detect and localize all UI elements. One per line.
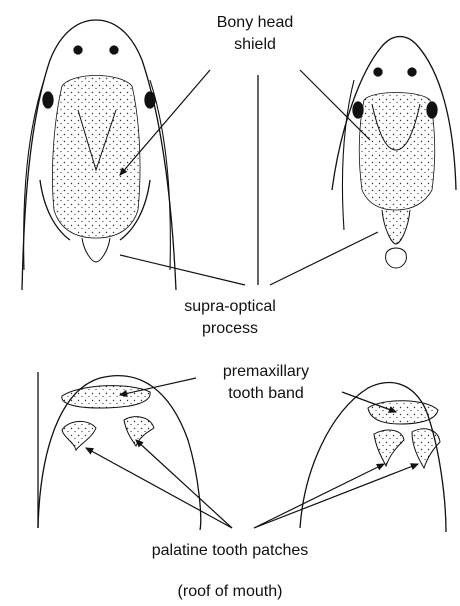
label-roof-of-mouth: (roof of mouth) [150,581,310,603]
leader-palatine-4 [254,464,418,528]
label-premaxillary-tooth-band: premaxillary tooth band [196,361,336,405]
head-dorsal-view-right [332,37,456,269]
leader-palatine-2 [136,440,232,528]
leader-supra-optical-left [120,255,245,285]
roof-of-mouth-left [38,372,201,530]
label-supra-optical-line-1: supra-optical [170,296,290,318]
label-bony-head-shield-line-2: shield [200,34,310,56]
head-dorsal-view-left [22,20,176,290]
label-bony-head-shield: Bony head shield [200,12,310,56]
label-supra-optical-line-2: process [170,318,290,340]
leader-palatine-1 [86,448,232,528]
label-premaxillary-line-2: tooth band [196,383,336,405]
label-premaxillary-line-1: premaxillary [196,361,336,383]
label-supra-optical-process: supra-optical process [170,296,290,340]
leader-supra-optical-right [270,232,378,285]
label-bony-head-shield-line-1: Bony head [200,12,310,34]
label-palatine-tooth-patches: palatine tooth patches [120,540,340,562]
leader-palatine-3 [254,464,384,528]
